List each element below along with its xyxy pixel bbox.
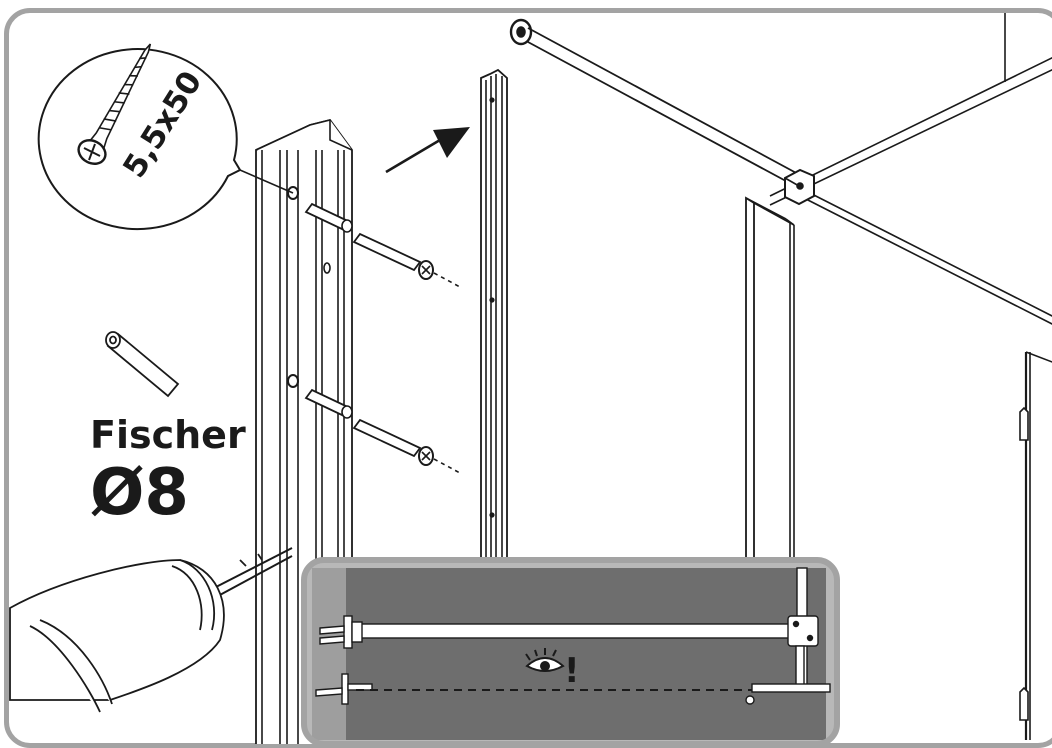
wall-profile — [480, 68, 508, 561]
top-profile — [769, 53, 1052, 329]
anchor-diameter-label: Ø8 — [90, 456, 189, 530]
detail-inset: ! — [301, 557, 840, 744]
glass-panel — [745, 196, 795, 561]
drill-icon — [9, 547, 293, 713]
anchor-brand-label: Fischer — [90, 413, 246, 457]
upper-screw-assembly — [304, 202, 461, 288]
lower-screw-assembly — [304, 388, 461, 474]
attention-mark: ! — [564, 651, 580, 691]
door-frame — [1019, 351, 1052, 740]
arrow-icon — [385, 127, 470, 174]
screw-callout: 5,5x50 — [37, 43, 242, 231]
eye-icon — [525, 648, 565, 672]
bar-clamp — [784, 168, 815, 206]
wall-plug-icon — [105, 331, 180, 398]
support-bar — [509, 18, 801, 188]
